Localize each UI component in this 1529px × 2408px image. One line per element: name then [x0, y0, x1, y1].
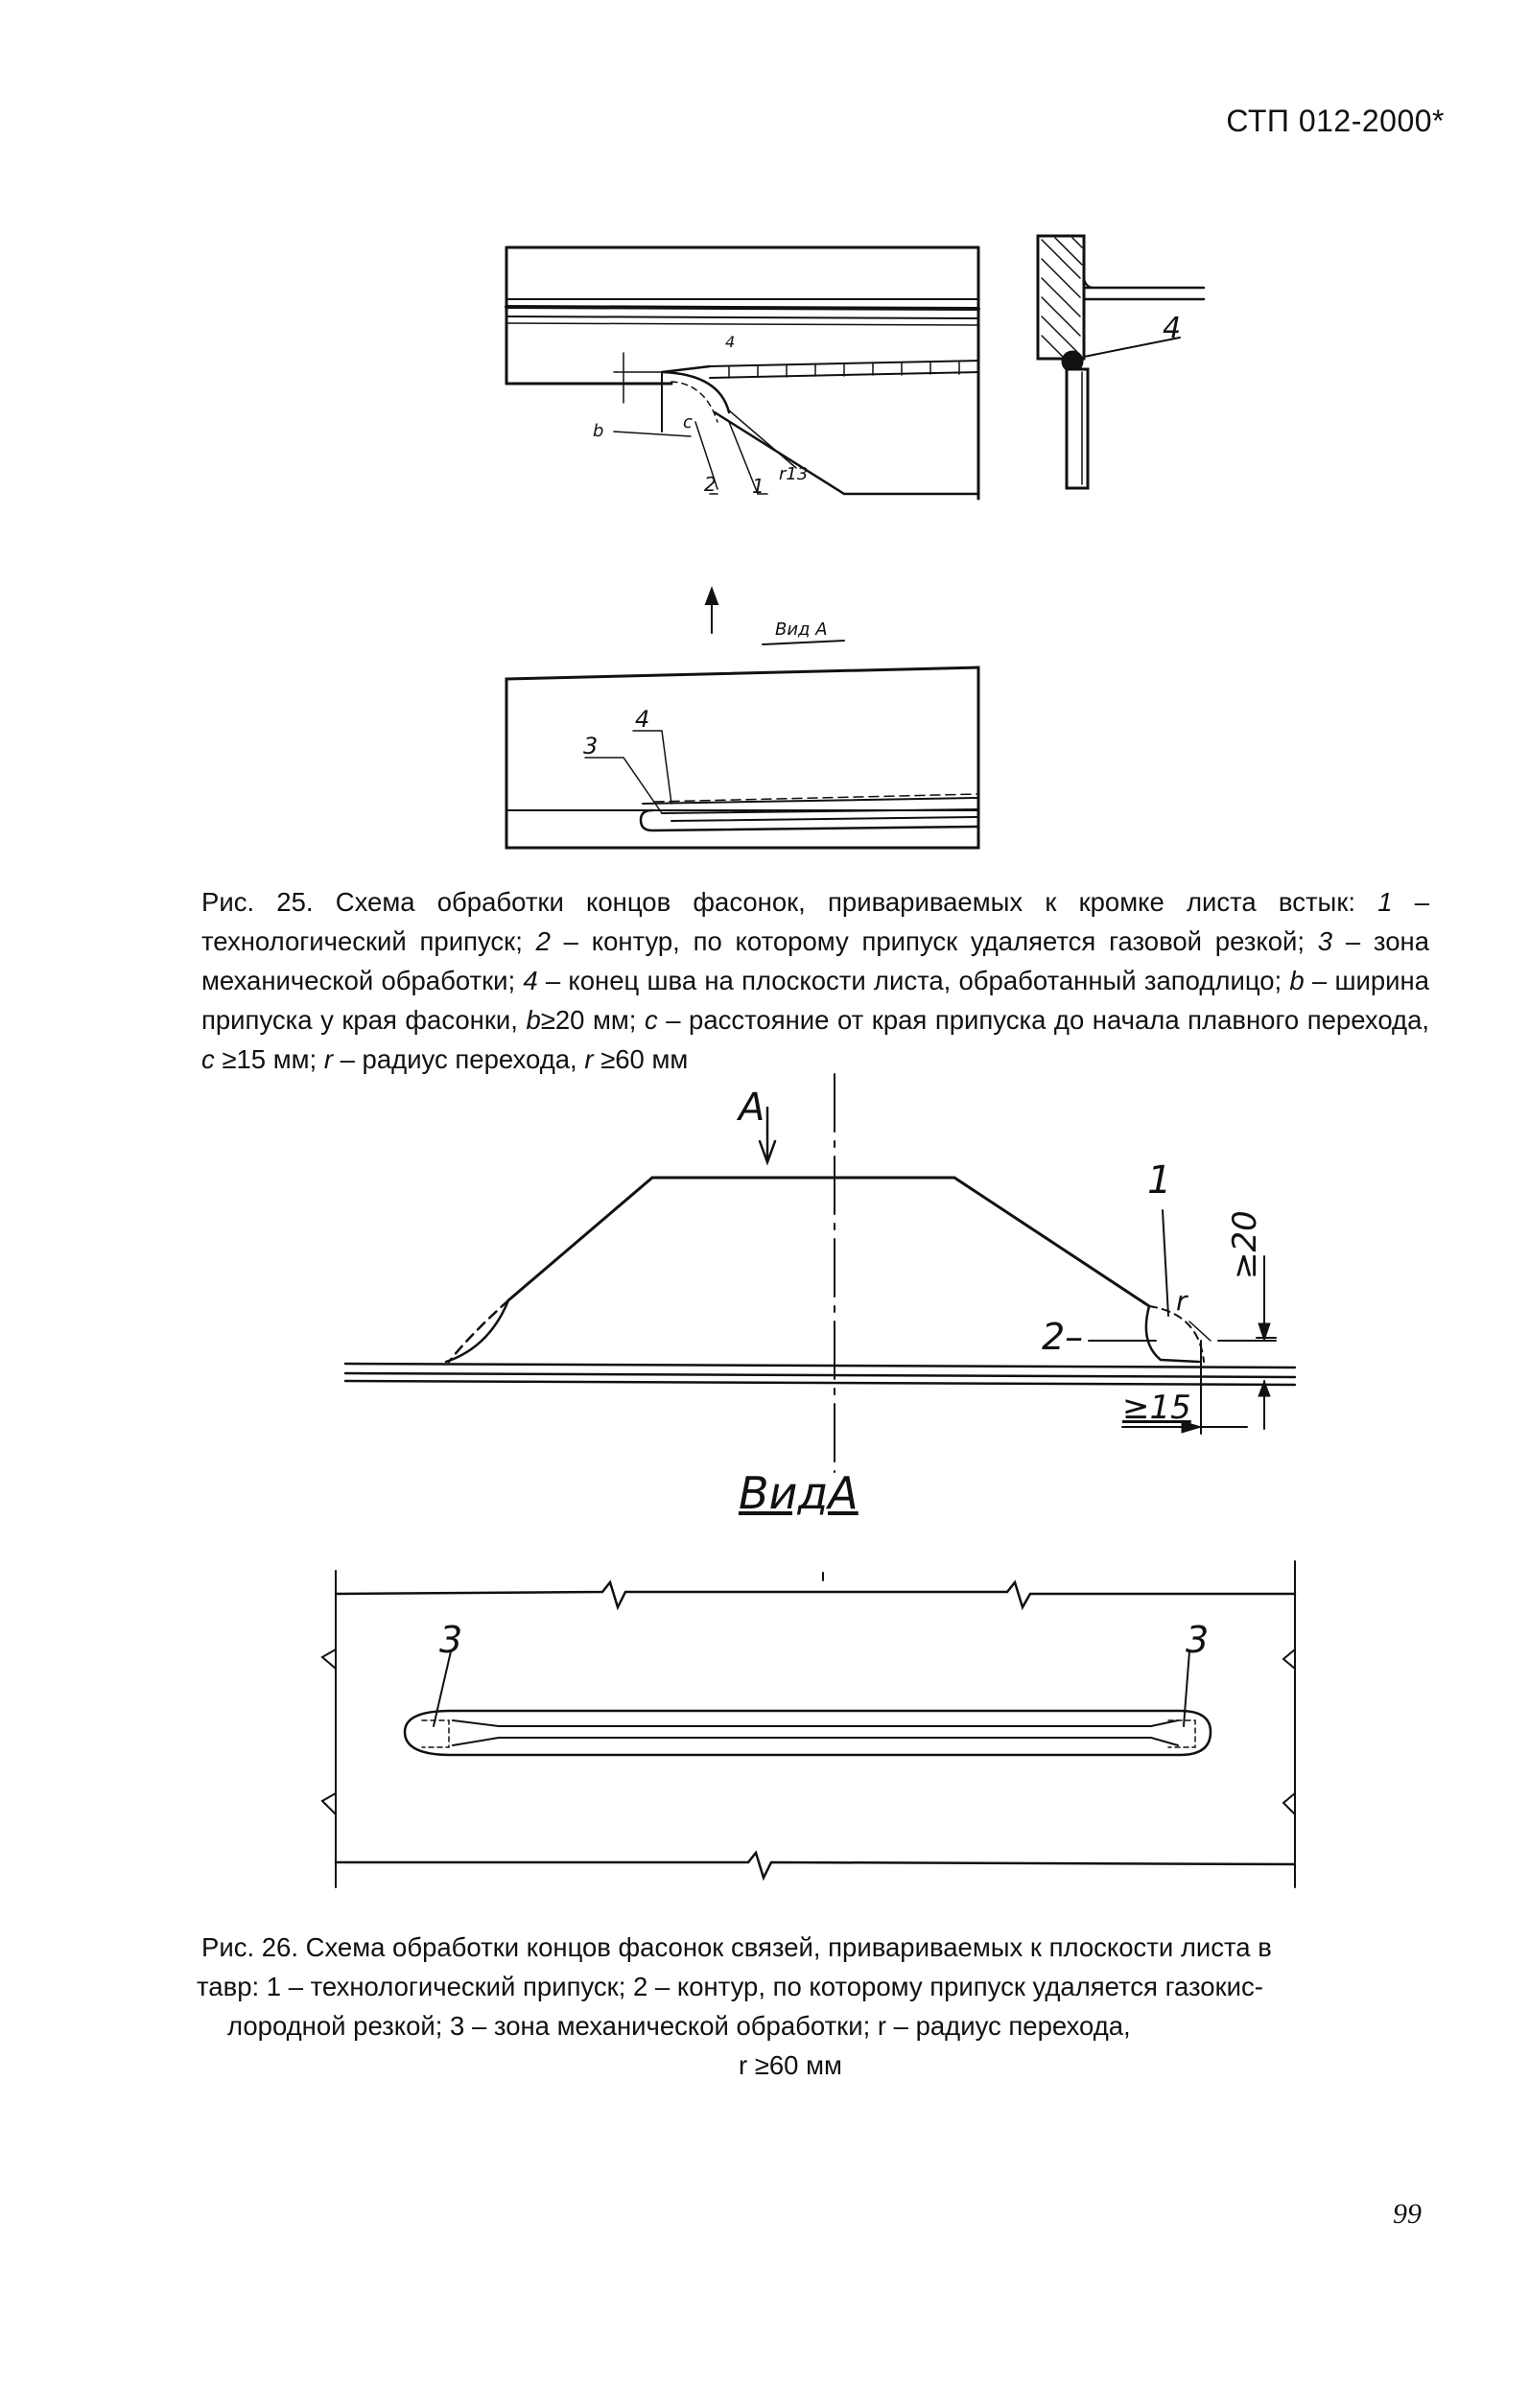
figure-25-caption-fragment: – контур, по которому припуск удаляется …: [550, 926, 1318, 956]
fig26-label-1: 1: [1147, 1158, 1172, 1203]
figure-25-caption-fragment: c: [644, 1005, 658, 1035]
figure-25-caption-fragment: – конец шва на плоскости листа, обработа…: [537, 966, 1290, 995]
figure-25-caption-fragment: c: [201, 1044, 215, 1074]
page-number: 99: [1393, 2198, 1422, 2230]
figure-25-caption-fragment: Рис. 25. Схема обработки концов фасонок,…: [201, 887, 1378, 917]
figure-25-caption-fragment: ≥15 мм;: [214, 1044, 324, 1074]
figure-25-caption-fragment: – расстояние от края припуска до начала …: [657, 1005, 1430, 1035]
figure-25-caption-fragment: ≥60 мм: [593, 1044, 689, 1074]
figure-26-caption-line-2: тавр: 1 – технологический припуск; 2 – к…: [197, 1972, 1263, 2001]
figure-25-caption-fragment: r: [323, 1044, 333, 1074]
fig26-view-label-3-left: 3: [439, 1619, 463, 1661]
figure-25-caption-fragment: – радиус перехода,: [332, 1044, 585, 1074]
figure-25-caption-fragment: 3: [1317, 926, 1333, 956]
fig26-view-label: ВидА: [739, 1467, 859, 1519]
fig25-label-4-section: 4: [1163, 312, 1181, 345]
figure-25-caption-text: Рис. 25. Схема обработки концов фасонок,…: [201, 882, 1429, 1079]
fig25-label-b: b: [593, 421, 603, 441]
figure-25-caption-fragment: ≥20 мм;: [540, 1005, 645, 1035]
figure-25-caption-fragment: – ширина припуска у края фасонки,: [201, 966, 1430, 1035]
figure-25-caption-fragment: b: [1289, 966, 1305, 995]
fig25-section: [1036, 234, 1206, 490]
fig26-base-plate: [343, 1362, 1297, 1387]
figure-25-caption-fragment: – технологический припуск;: [201, 887, 1430, 956]
figure-25-caption-fragment: 1: [1377, 887, 1393, 917]
fig26-label-A: A: [739, 1086, 765, 1130]
figure-25-caption-fragment: r: [584, 1044, 594, 1074]
fig25-view-label-4: 4: [635, 706, 649, 733]
fig26-dim-15: ≥15: [1122, 1389, 1191, 1427]
fig25-view-label-3: 3: [583, 733, 598, 760]
fig25-label-1: 1: [752, 475, 764, 498]
fig25-view-a: [505, 666, 980, 850]
fig25-label-4-small: 4: [725, 333, 735, 351]
figure-26-caption-line-1: Рис. 26. Схема обработки концов фасонок …: [201, 1932, 1272, 1962]
fig26-gusset: [506, 1176, 1151, 1308]
figure-25-caption-fragment: b: [526, 1005, 541, 1035]
fig26-label-r: r: [1176, 1285, 1188, 1317]
figure-25-caption-fragment: – зона механической обработки;: [201, 926, 1429, 995]
figure-26-caption-line-4: r ≥60 мм: [739, 2050, 842, 2080]
document-code: СТП 012-2000*: [1226, 104, 1445, 138]
fig25-label-2: 2: [704, 473, 717, 496]
figure-26-caption: Рис. 26. Схема обработки концов фасонок …: [197, 1928, 1434, 2085]
figure-26-caption-line-3: лородной резкой; 3 – зона механической о…: [227, 2011, 1131, 2041]
fig25-label-c: c: [683, 412, 693, 433]
fig26-label-2: 2–: [1042, 1316, 1084, 1358]
figure-25-caption-fragment: 2: [535, 926, 551, 956]
fig26-view-label-3-right: 3: [1186, 1619, 1210, 1661]
figure-25-caption: Рис. 25. Схема обработки концов фасонок,…: [201, 882, 1429, 1079]
figure-25-caption-fragment: 4: [523, 966, 538, 995]
fig25-view-arrow: [704, 586, 845, 645]
fig25-plate-top: [505, 245, 980, 501]
fig25-view-label: Вид А: [775, 620, 828, 640]
fig25-label-r: r13: [779, 464, 808, 484]
